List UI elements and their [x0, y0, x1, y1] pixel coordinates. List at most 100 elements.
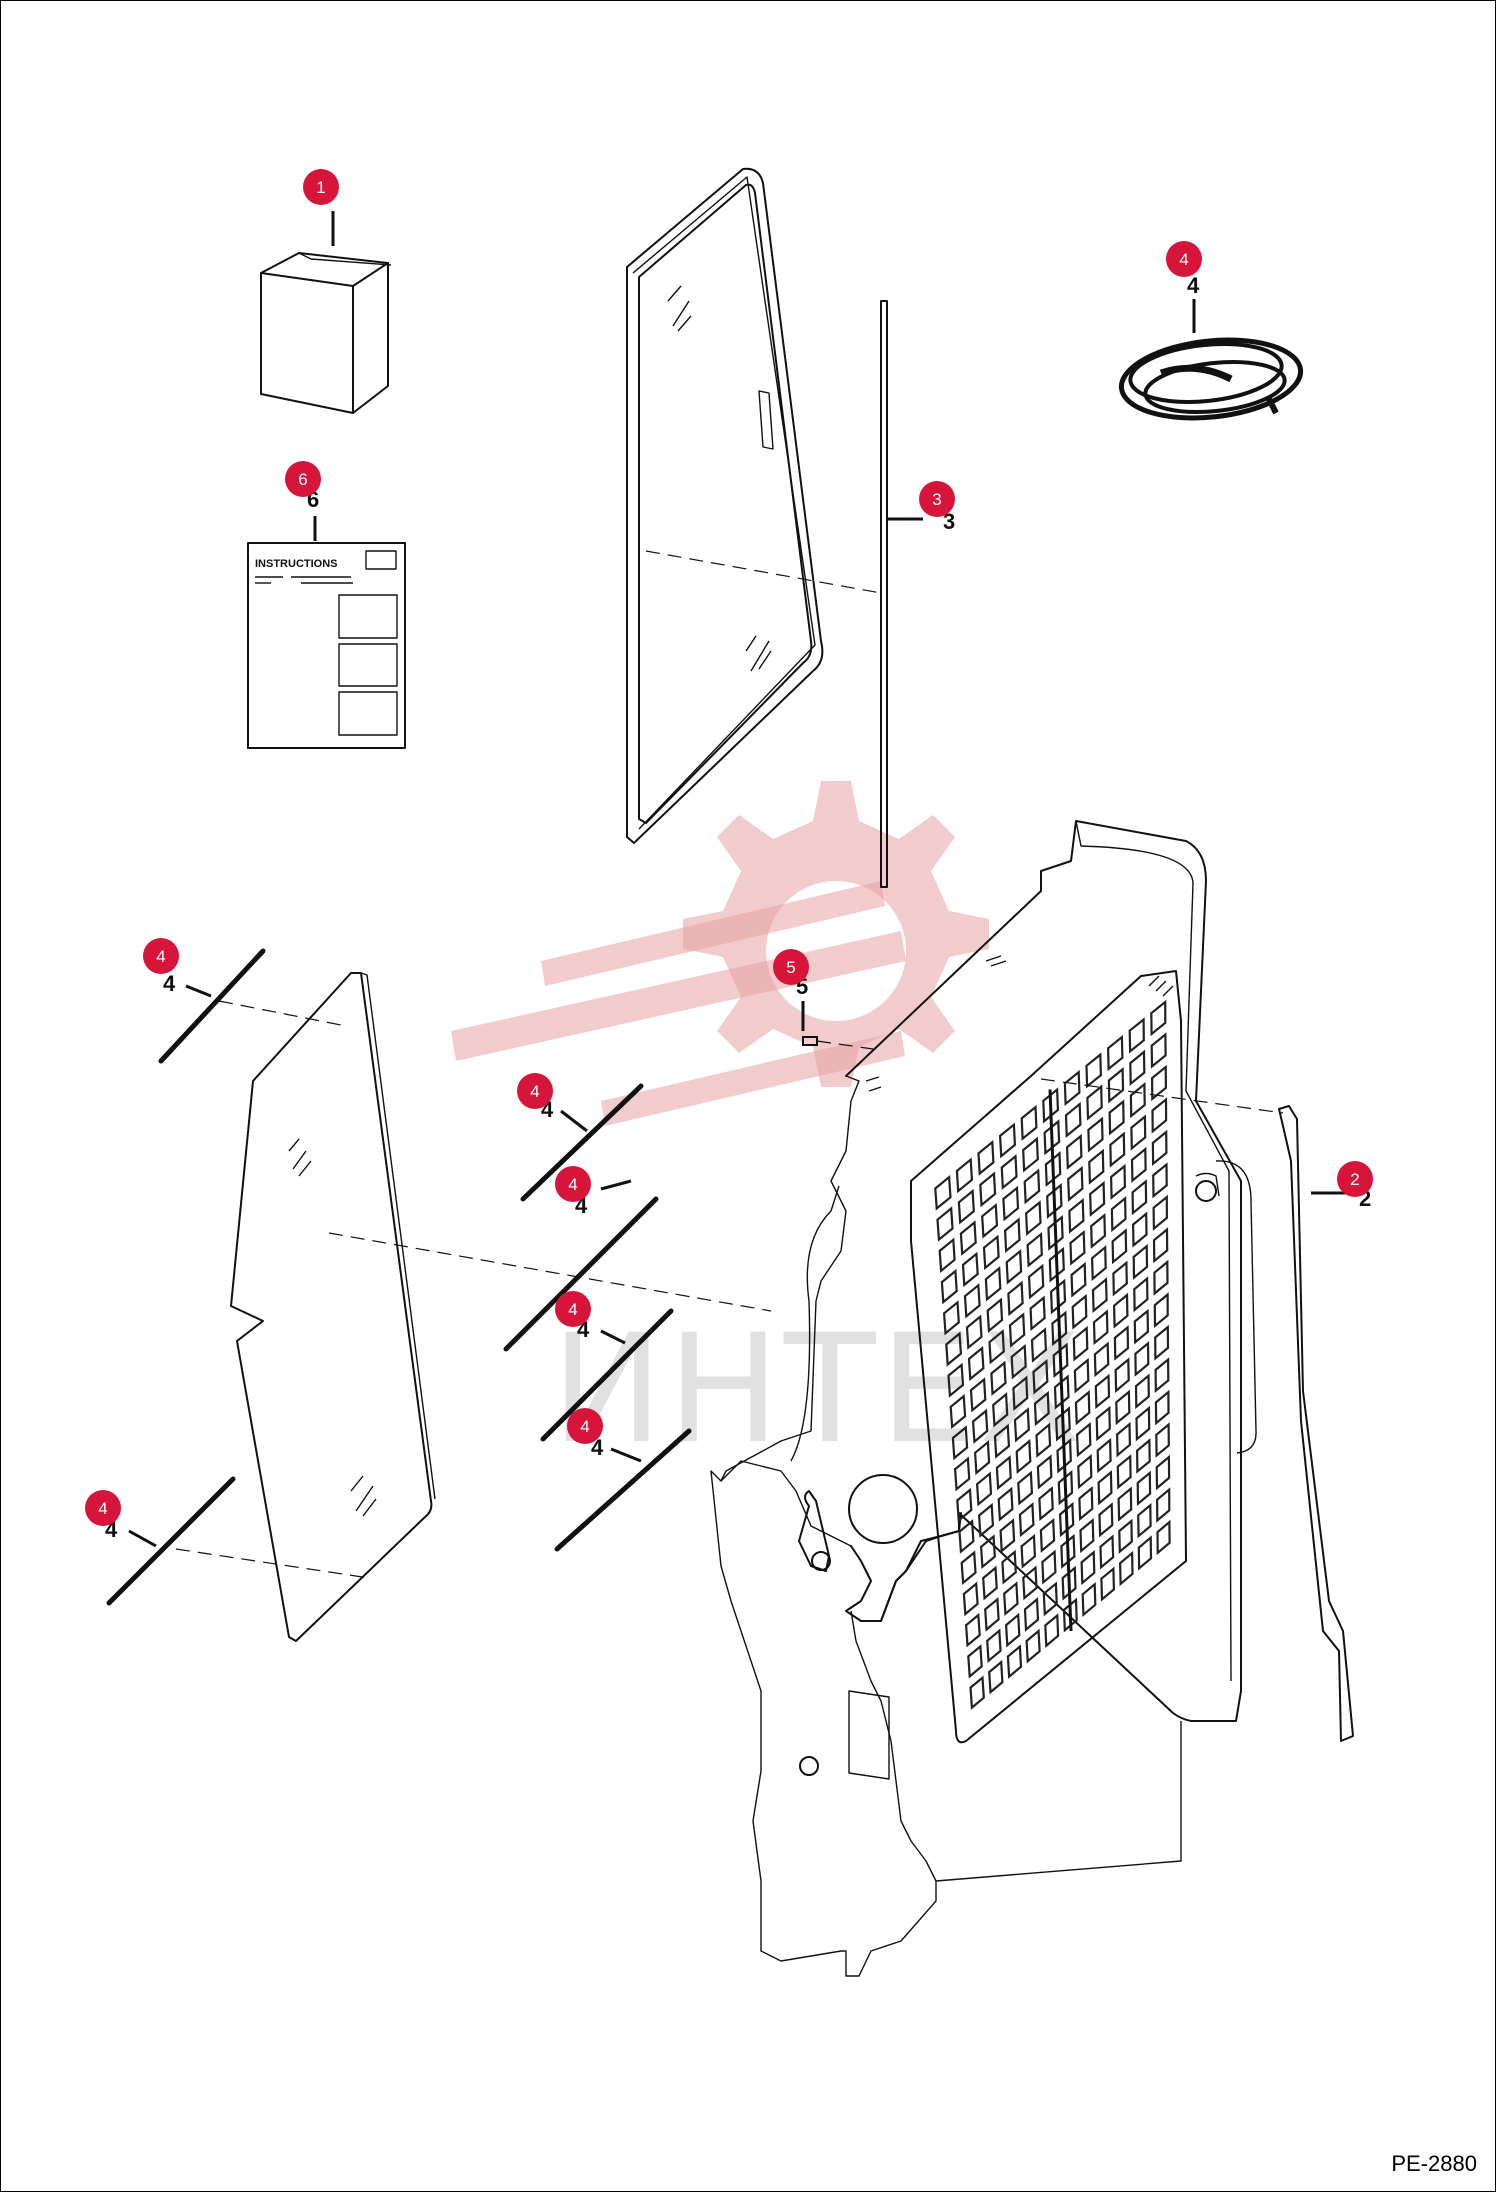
screen-mesh-cell — [938, 1237, 956, 1273]
screen-mesh-cell — [1100, 1566, 1116, 1602]
screen-mesh-cell — [934, 1175, 952, 1211]
screen-mesh-cell — [1073, 1357, 1090, 1394]
screen-mesh-cell — [1060, 1533, 1076, 1569]
screen-mesh-cell — [1150, 1032, 1167, 1069]
screen-mesh-cell — [1047, 1214, 1064, 1251]
screen-mesh-cell — [1112, 1292, 1129, 1329]
screen-mesh-cell — [1025, 1628, 1041, 1664]
screen-mesh-cell — [1044, 1613, 1060, 1648]
screen-mesh-cell — [1006, 1644, 1023, 1679]
svg-text:4: 4 — [163, 971, 176, 996]
screen-mesh-cell — [1080, 1550, 1096, 1586]
screen-mesh-cell — [964, 1612, 981, 1648]
screen-mesh-cell — [1107, 1067, 1125, 1104]
screen-mesh-cell — [1088, 1148, 1105, 1185]
screen-mesh-cell — [940, 1268, 958, 1305]
callout-marker-4: 4 — [517, 1073, 553, 1109]
screen-mesh-cell — [1106, 1034, 1124, 1072]
screen-mesh-cell — [1075, 1422, 1092, 1458]
screen-mesh-cell — [1022, 1136, 1039, 1173]
screen-mesh-cell — [1065, 1133, 1083, 1170]
callout-marker-5: 5 — [773, 949, 809, 985]
screen-mesh-cell — [1117, 1486, 1133, 1522]
screen-mesh-cell — [1018, 1502, 1035, 1538]
screen-mesh-cell — [958, 1519, 975, 1554]
screen-mesh-cell — [979, 1171, 997, 1208]
screen-mesh-cell — [1136, 1470, 1152, 1507]
screen-mesh-cell — [1044, 1151, 1062, 1188]
svg-text:4: 4 — [580, 1417, 589, 1436]
screen-mesh-cell — [1074, 1390, 1091, 1426]
screen-mesh-cell — [960, 1550, 977, 1586]
screen-mesh-cell — [1108, 1099, 1125, 1136]
svg-text:3: 3 — [943, 509, 955, 534]
screen-mesh-cell — [1049, 1278, 1067, 1315]
svg-text:4: 4 — [156, 947, 165, 966]
screen-mesh-cell — [1155, 1487, 1171, 1523]
svg-text:4: 4 — [568, 1175, 577, 1194]
screen-mesh-cell — [971, 1408, 989, 1444]
screen-mesh-cell — [1043, 1119, 1061, 1156]
screen-mesh-cell — [1046, 1183, 1063, 1219]
screen-mesh-cell — [953, 1456, 971, 1492]
screen-mesh-cell — [1134, 1341, 1150, 1377]
screen-mesh-cell — [1030, 1327, 1048, 1363]
screen-mesh-cell — [1004, 1612, 1021, 1648]
screen-mesh-cell — [1070, 1261, 1087, 1298]
part-6-instructions-sheet: INSTRUCTIONS — [247, 542, 406, 749]
screen-mesh-cell — [986, 1628, 1002, 1664]
screen-mesh-cell — [1097, 1470, 1113, 1506]
screen-mesh-cell — [1013, 1407, 1030, 1443]
screen-mesh-cell — [1135, 1405, 1151, 1442]
callout-marker-4: 4 — [143, 938, 179, 974]
screen-mesh-cell — [969, 1675, 985, 1710]
callout-marker-3: 3 — [919, 481, 955, 517]
screen-mesh-cell — [1020, 1104, 1038, 1141]
screen-mesh-cell — [1154, 1324, 1170, 1361]
screen-mesh-cell — [1062, 1597, 1078, 1633]
screen-mesh-cell — [1027, 1263, 1045, 1300]
screen-mesh-cell — [986, 1297, 1004, 1334]
screen-mesh-cell — [1095, 1405, 1111, 1442]
watermark-text: ИНТЕХ — [551, 1303, 1085, 1477]
part-3-vertical-strip — [880, 300, 888, 888]
screen-mesh-cell — [1154, 1389, 1170, 1426]
svg-text:6: 6 — [298, 470, 307, 489]
screen-mesh-cell — [959, 1220, 977, 1256]
screen-mesh-cell — [982, 1565, 998, 1601]
screen-mesh-cell — [988, 1659, 1004, 1695]
screen-mesh-cell — [1152, 1227, 1169, 1264]
screen-mesh-cell — [1118, 1518, 1133, 1554]
screen-mesh-cell — [1137, 1535, 1153, 1571]
screen-mesh-cell — [1020, 1533, 1037, 1569]
screen-mesh-cell — [1067, 1165, 1084, 1202]
screen-mesh-cell — [984, 1266, 1002, 1302]
screen-mesh-cell — [1053, 1374, 1070, 1410]
screen-mesh-cell — [1093, 1341, 1110, 1378]
instructions-title: INSTRUCTIONS — [255, 558, 338, 570]
screen-mesh-cell — [1023, 1168, 1041, 1205]
screen-mesh-cell — [1153, 1292, 1169, 1329]
screen-mesh-cell — [984, 1597, 1000, 1632]
screen-mesh-cell — [1063, 1069, 1081, 1107]
part-4-seal-strips — [106, 948, 692, 1606]
screen-mesh-cell — [995, 1455, 1012, 1491]
screen-mesh-cell — [981, 1202, 999, 1239]
screen-mesh-cell — [979, 1534, 996, 1570]
screen-mesh-cell — [1090, 1213, 1107, 1249]
part-left-side-window — [230, 972, 436, 1642]
screen-mesh-cell — [1085, 1052, 1103, 1089]
screen-mesh-cell — [1116, 1454, 1132, 1490]
screen-mesh-cell — [973, 1440, 991, 1476]
screen-mesh-cell — [1007, 1280, 1024, 1317]
screen-mesh-cell — [1017, 1470, 1034, 1506]
screen-center-divider — [1048, 1089, 1073, 1632]
screen-mesh-cell — [1110, 1196, 1127, 1233]
screen-mesh-cell — [1039, 1517, 1056, 1553]
screen-mesh-cell — [955, 1157, 974, 1194]
screen-mesh-cell — [963, 1283, 981, 1319]
screen-mesh-cell — [1137, 1502, 1152, 1539]
part-upper-window — [626, 167, 824, 844]
screen-mesh-cell — [977, 1139, 995, 1176]
